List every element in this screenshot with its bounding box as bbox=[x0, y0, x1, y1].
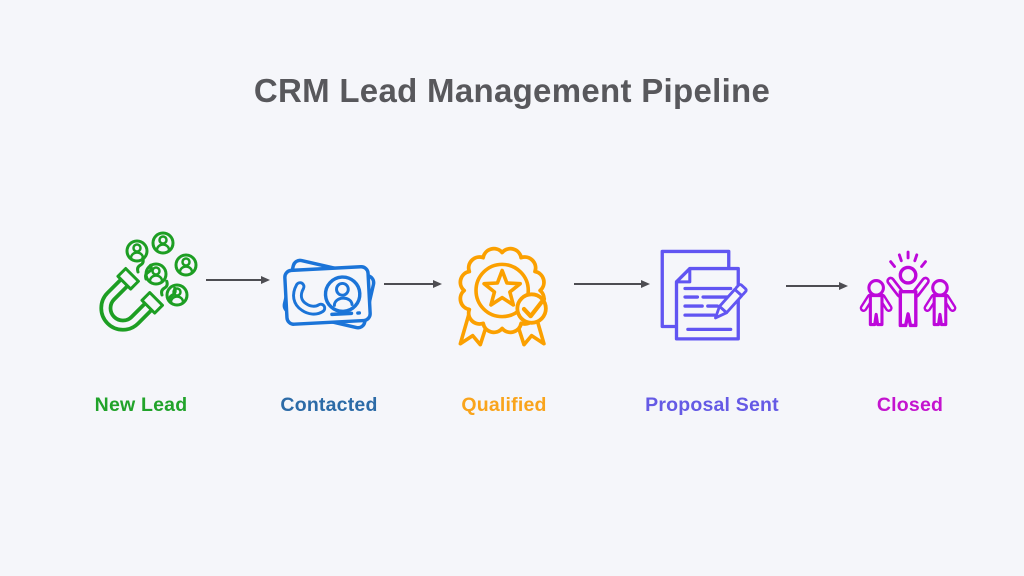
stage-label-new-lead: New Lead bbox=[94, 394, 188, 416]
magnet-attracting-leads-icon bbox=[99, 231, 198, 332]
flow-arrow-3 bbox=[574, 279, 650, 288]
stage-label-closed: Closed bbox=[876, 394, 944, 416]
celebrating-team-icon bbox=[859, 250, 957, 328]
document-pencil-icon bbox=[660, 249, 748, 341]
stage-label-proposal-sent: Proposal Sent bbox=[645, 394, 779, 416]
stage-label-contacted: Contacted bbox=[280, 394, 378, 416]
award-badge-check-icon bbox=[458, 246, 548, 347]
contact-card-phone-icon bbox=[282, 258, 376, 330]
flow-arrow-1 bbox=[206, 275, 270, 284]
stage-label-qualified: Qualified bbox=[461, 394, 547, 416]
flow-arrow-4 bbox=[786, 281, 848, 290]
page-title: CRM Lead Management Pipeline bbox=[253, 72, 771, 109]
flow-arrow-2 bbox=[384, 279, 442, 288]
